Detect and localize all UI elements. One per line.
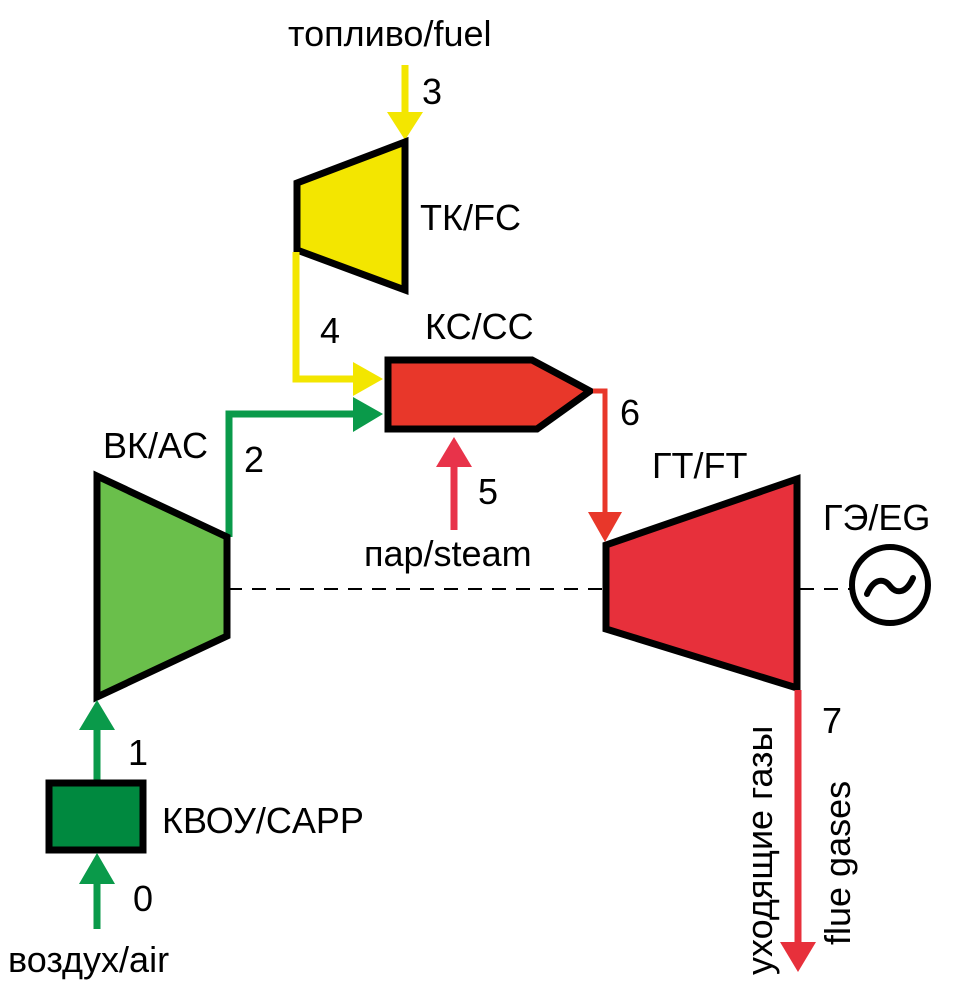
fuel-to-cc-line [292,252,355,383]
air-preparation-label: КВОУ/CAPP [162,800,364,841]
combustion-chamber-shape [384,356,597,433]
gas-to-turbine-line [593,388,608,515]
air-compressor-label: ВК/AC [103,425,208,466]
point-1-label: 1 [128,732,148,773]
point-5-label: 5 [478,471,498,512]
fuel-to-cc-arrowhead [353,362,383,396]
air-compressor-shape [93,470,231,703]
air-to-cc-arrowhead [353,397,383,432]
flue-gas-arrowhead [780,942,816,972]
air-to-compressor-arrowhead [79,700,115,730]
point-0-label: 0 [133,878,153,919]
air-preparation-box [45,779,147,854]
air-inlet-arrowhead [79,853,115,884]
free-turbine-shape [602,474,801,693]
point-3-label: 3 [422,71,442,112]
fuel-compressor-label: ТК/FC [420,197,521,238]
point-6-label: 6 [620,392,640,433]
flue-gases-en-label: flue gases [817,781,858,945]
steam-flow-arrowhead [436,437,472,467]
point-7-label: 7 [822,700,842,741]
point-4-label: 4 [320,310,340,351]
point-2-label: 2 [244,439,264,480]
fuel-flow-arrowhead [387,112,423,140]
generator-sine-icon [864,575,916,597]
fuel-label: топливо/fuel [288,13,492,54]
air-label: воздух/air [8,939,169,980]
steam-label: пар/steam [364,533,532,574]
gas-to-turbine-arrowhead [588,512,622,542]
combustion-chamber-label: КС/CC [425,306,534,347]
generator-label: ГЭ/EG [823,497,930,538]
air-to-cc-line [225,410,355,537]
fuel-compressor-shape [293,136,409,296]
flue-gases-ru-label: уходящие газы [739,726,780,975]
free-turbine-label: ГТ/FT [652,445,747,486]
